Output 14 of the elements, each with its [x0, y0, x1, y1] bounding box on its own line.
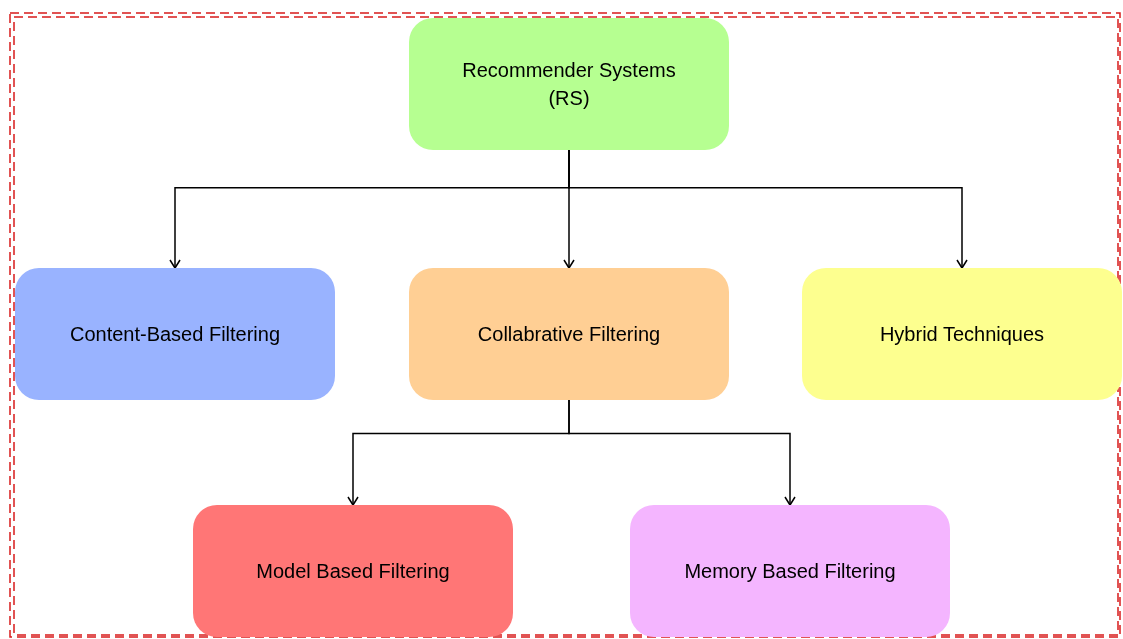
category-box	[802, 268, 1122, 400]
category-box	[630, 505, 950, 637]
box-label: Model Based Filtering	[255, 559, 451, 584]
category-box	[409, 18, 729, 150]
category-box	[409, 268, 729, 400]
box-label: Content-Based Filtering	[68, 322, 282, 347]
box-label: Collabrative Filtering	[476, 322, 662, 347]
box-label: Memory Based Filtering	[683, 559, 897, 584]
arrow	[568, 399, 796, 506]
box-label: Hybrid Techniques	[878, 322, 1046, 347]
arrow	[568, 149, 968, 269]
category-box	[193, 505, 513, 637]
category-box	[15, 268, 335, 400]
box-label: Recommender Systems (RS)	[461, 58, 677, 111]
